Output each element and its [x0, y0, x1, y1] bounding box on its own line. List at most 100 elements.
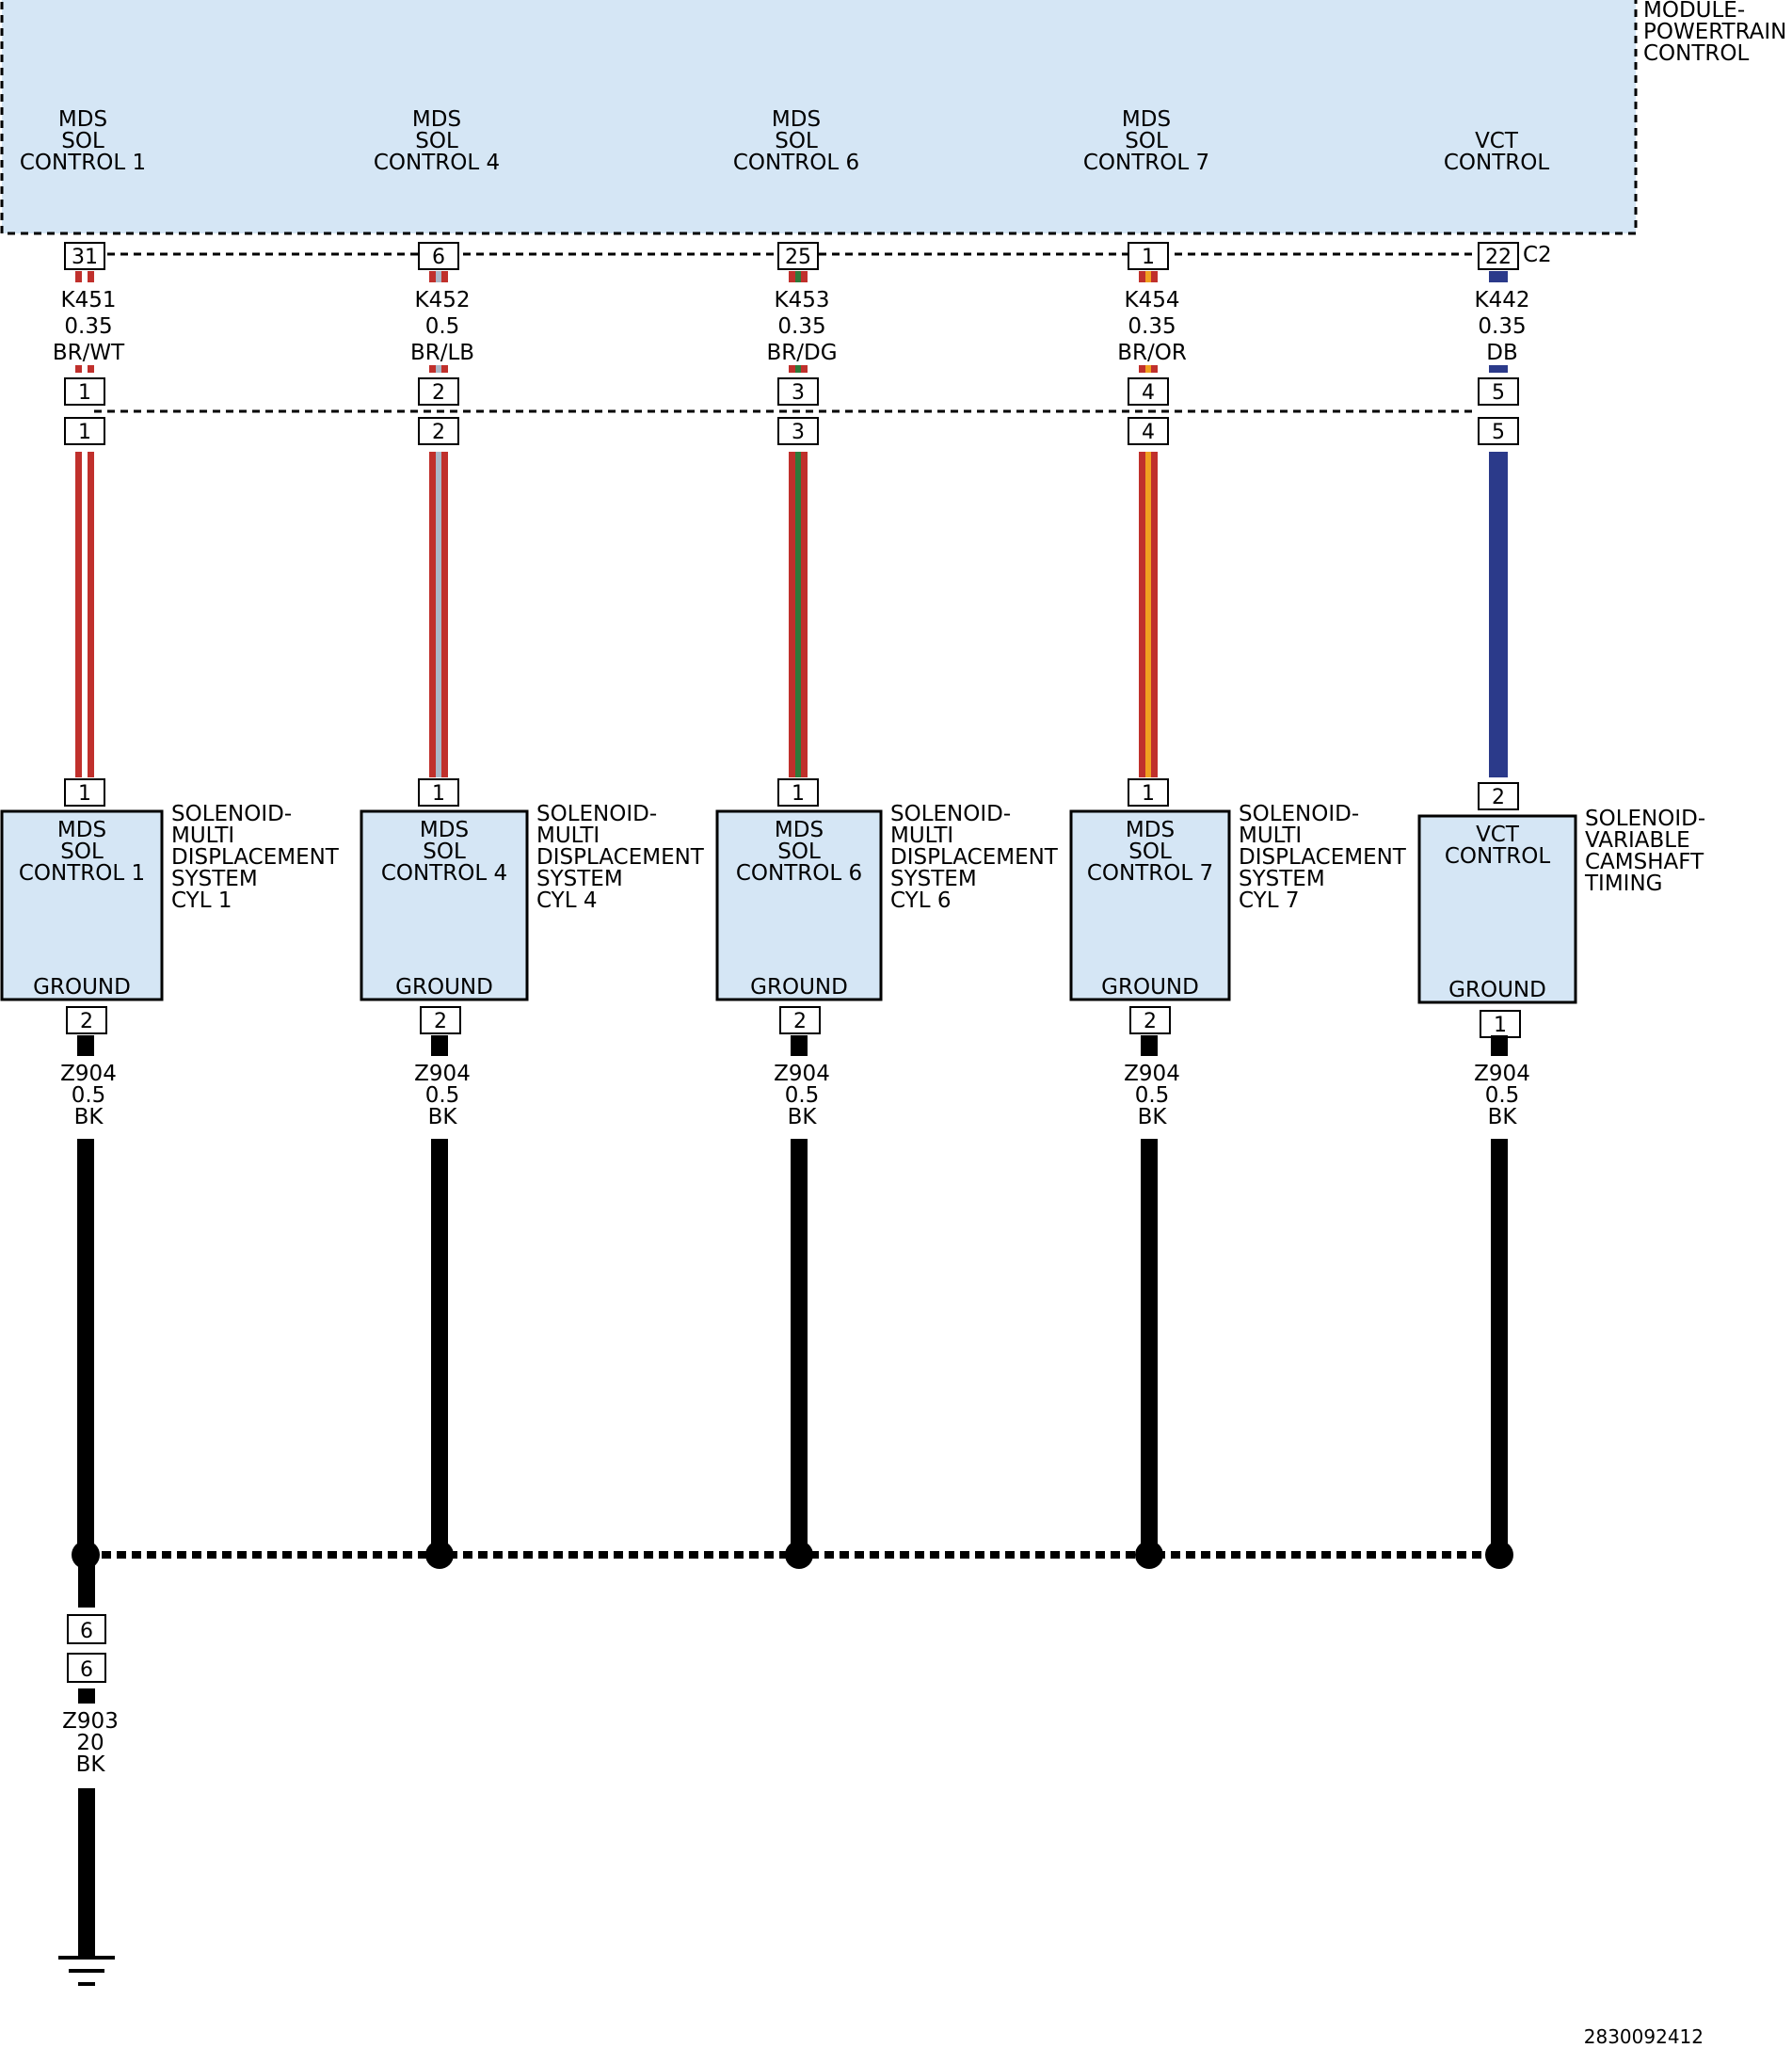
main-ground-wire-lower: [78, 1788, 95, 1956]
circuit-5-ground-wire-id: Z904: [1474, 1062, 1530, 1086]
circuit-3-device-desc-2: MULTI: [890, 824, 953, 848]
circuit-2-device-pin-top-number: 1: [432, 782, 445, 806]
circuit-4-wire-stub-top: [1139, 271, 1158, 282]
circuit-3-wire-stub-top-stripe: [795, 271, 801, 282]
circuit-2-wire-id: K452: [415, 288, 471, 312]
circuit-3-pcm-pin: 25: [777, 242, 819, 270]
circuit-3-ground-wire-id: Z904: [774, 1062, 830, 1086]
main-ground-wire-gauge: 20: [76, 1731, 104, 1755]
svg-text:6: 6: [80, 1620, 93, 1643]
module-name-line-3: CONTROL: [1643, 41, 1750, 66]
circuit-1-ground-splice-dot: [72, 1541, 100, 1569]
circuit-5-pcm-pin: 22: [1478, 242, 1519, 270]
circuit-2-wire-stub-mid: [429, 365, 448, 373]
circuit-4-device-pin-bottom: 2: [1129, 1006, 1171, 1034]
circuit-1-ground-wire-gauge: 0.5: [72, 1083, 106, 1108]
main-ground-wire-color: BK: [76, 1752, 106, 1777]
circuit-2-device-ground-label: GROUND: [395, 975, 493, 1000]
circuit-5-pcm-pin-frame: [1478, 242, 1519, 270]
circuit-4-pcm-label-3: CONTROL 7: [1083, 151, 1209, 175]
circuit-4-device-pin-top-frame: [1128, 778, 1169, 807]
circuit-2-device-label-3: CONTROL 4: [381, 861, 507, 886]
circuit-5-pcm-label-1: VCT: [1475, 129, 1519, 153]
circuit-3-pcm-pin-number: 25: [785, 246, 811, 269]
circuit-2-wire-stub-mid-stripe: [436, 365, 441, 373]
circuit-2-ground-wire-color: BK: [428, 1105, 458, 1129]
circuit-4-signal-wire-stripe: [1145, 452, 1151, 777]
circuit-2-device-pin-top-frame: [418, 778, 459, 807]
circuit-1-wire-gauge: 0.35: [64, 314, 112, 339]
circuit-1-device-pin-bottom: 2: [66, 1006, 107, 1034]
circuit-4-ground-wire: [1141, 1139, 1158, 1544]
circuit-3-pcm-label-2: SOL: [775, 129, 818, 153]
circuit-2-device-desc-4: SYSTEM: [536, 867, 623, 891]
circuit-4-device-pin-bottom-number: 2: [1144, 1010, 1157, 1033]
circuit-3-device-pin-bottom-frame: [779, 1006, 821, 1034]
circuit-1-pcm-label-1: MDS: [58, 107, 107, 132]
circuit-4-ground-wire-color: BK: [1138, 1105, 1168, 1129]
circuit-4-device-desc-4: SYSTEM: [1239, 867, 1325, 891]
circuit-4-device-pin-bottom-frame: [1129, 1006, 1171, 1034]
circuit-1-wire-stub-top-stripe: [82, 271, 88, 282]
module-name-line-1: MODULE-: [1643, 0, 1745, 23]
circuit-5-device-label-2: CONTROL: [1445, 844, 1551, 869]
circuit-4-device-label-3: CONTROL 7: [1087, 861, 1213, 886]
circuit-1-pcm-label-2: SOL: [61, 129, 104, 153]
circuit-2-ground-wire-gauge: 0.5: [425, 1083, 460, 1108]
circuit-5-ground-wire-color: BK: [1488, 1105, 1518, 1129]
circuit-2-inline-pin-bottom: 2: [418, 417, 459, 445]
circuit-2-pcm-pin-frame: [418, 242, 459, 270]
circuit-3-device-desc-5: CYL 6: [890, 888, 951, 913]
circuit-2-device-pin-top: 1: [418, 778, 459, 807]
circuit-1-device-pin-top-frame: [64, 778, 105, 807]
circuit-1-device-label-1: MDS: [57, 818, 106, 842]
circuit-5-wire-gauge: 0.35: [1478, 314, 1526, 339]
circuit-1-device-label-2: SOL: [60, 840, 104, 864]
circuit-4-inline-pin-bottom-number: 4: [1142, 421, 1155, 444]
circuit-1-device-ground-label: GROUND: [33, 975, 131, 1000]
circuit-5-signal-wire-base: [1489, 452, 1508, 777]
circuit-5-ground-wire-stub: [1491, 1035, 1508, 1056]
circuit-4-wire-gauge: 0.35: [1128, 314, 1176, 339]
circuit-1-pcm-pin-frame: [64, 242, 105, 270]
circuit-5-signal-wire: [1489, 452, 1508, 777]
circuit-1-device-pin-bottom-frame: [66, 1006, 107, 1034]
circuit-3-wire-gauge: 0.35: [777, 314, 825, 339]
circuit-1-ground-wire-stub: [77, 1035, 94, 1056]
circuit-2-device-desc-5: CYL 4: [536, 888, 597, 913]
circuit-1-inline-pin-top: 1: [64, 377, 105, 406]
circuit-2-wire-gauge: 0.5: [425, 314, 460, 339]
circuit-4-inline-pin-bottom: 4: [1128, 417, 1169, 445]
circuit-1-inline-pin-top-frame: [64, 377, 105, 406]
circuit-2-pcm-pin-number: 6: [432, 246, 445, 269]
circuit-4-device-desc-3: DISPLACEMENT: [1239, 845, 1407, 870]
circuit-3-device-box: [715, 809, 883, 1001]
circuit-3-wire-stub-mid: [789, 365, 808, 373]
circuit-3-inline-pin-bottom-number: 3: [792, 421, 805, 444]
circuit-4-ground-wire-stub: [1141, 1035, 1158, 1056]
circuit-1-wire-stub-mid: [75, 365, 94, 373]
circuit-4-inline-pin-bottom-frame: [1128, 417, 1169, 445]
circuit-1-wire-stub-mid-stripe: [82, 365, 88, 373]
circuit-3-device-label-2: SOL: [777, 840, 821, 864]
circuit-5-device-desc-4: TIMING: [1584, 872, 1663, 896]
circuit-1-pcm-pin-number: 31: [72, 246, 98, 269]
circuit-3-wire-stub-top: [789, 271, 808, 282]
circuit-5-wire-stub-top-base: [1489, 271, 1508, 282]
circuit-5-inline-pin-bottom-number: 5: [1492, 421, 1505, 444]
circuit-5-wire-stub-mid-base: [1489, 365, 1508, 373]
circuit-2-device-desc-3: DISPLACEMENT: [536, 845, 705, 870]
circuit-2-device-label-2: SOL: [423, 840, 466, 864]
circuit-5-device-pin-bottom-number: 1: [1494, 1014, 1507, 1037]
circuit-2-inline-pin-bottom-frame: [418, 417, 459, 445]
circuit-3-device-pin-top-number: 1: [792, 782, 805, 806]
circuit-4-inline-pin-top: 4: [1128, 377, 1169, 406]
circuit-1-inline-pin-bottom-number: 1: [78, 421, 91, 444]
circuit-1-inline-pin-bottom: 1: [64, 417, 105, 445]
circuit-2-inline-pin-bottom-number: 2: [432, 421, 445, 444]
circuit-4-pcm-pin-number: 1: [1142, 246, 1155, 269]
circuit-4-device-box: [1069, 809, 1231, 1001]
circuit-4-pcm-label-2: SOL: [1125, 129, 1168, 153]
